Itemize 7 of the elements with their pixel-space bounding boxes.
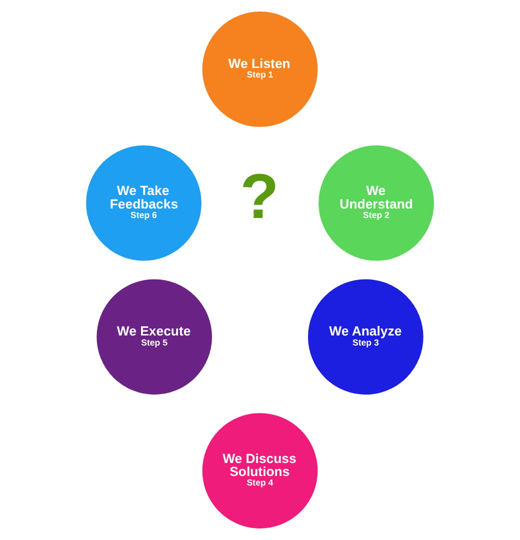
node-circle: We Analyze Step 3 (308, 279, 424, 395)
node-circle: We Take Feedbacks Step 6 (86, 145, 202, 261)
node-circle: We Listen Step 1 (202, 12, 318, 127)
node-circle: We Discuss Solutions Step 4 (202, 413, 318, 528)
node-circle: We Understand Step 2 (318, 145, 434, 261)
node-text: ? (240, 162, 279, 232)
node-circle: We Execute Step 5 (96, 279, 212, 395)
